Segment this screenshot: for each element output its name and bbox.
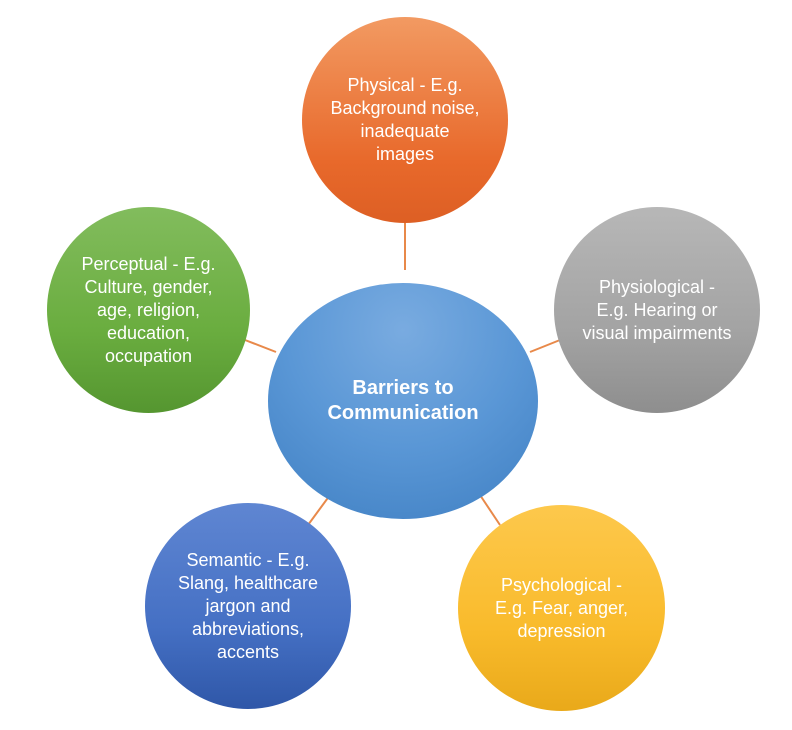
connector-semantic xyxy=(307,494,331,526)
connector-perceptual xyxy=(244,339,277,353)
center-label: Barriers to Communication xyxy=(327,377,479,424)
connector-physiological xyxy=(529,339,561,353)
center-node: Barriers to Communication xyxy=(268,283,538,519)
connector-psychological xyxy=(479,494,501,526)
node-label: Perceptual - E.g. Culture, gender, age, … xyxy=(81,253,216,366)
node-label: Physiological - E.g. Hearing or visual i… xyxy=(582,276,732,343)
node-label: Semantic - E.g. Slang, healthcare jargon… xyxy=(177,549,319,662)
node-semantic: Semantic - E.g. Slang, healthcare jargon… xyxy=(145,503,351,709)
node-label: Physical - E.g. Background noise, inadeq… xyxy=(330,75,480,164)
node-psychological: Psychological - E.g. Fear, anger, depres… xyxy=(458,505,665,711)
node-perceptual: Perceptual - E.g. Culture, gender, age, … xyxy=(47,207,250,413)
node-physical: Physical - E.g. Background noise, inadeq… xyxy=(302,17,508,223)
node-physiological: Physiological - E.g. Hearing or visual i… xyxy=(554,207,760,413)
node-label: Psychological - E.g. Fear, anger, depres… xyxy=(494,574,629,641)
